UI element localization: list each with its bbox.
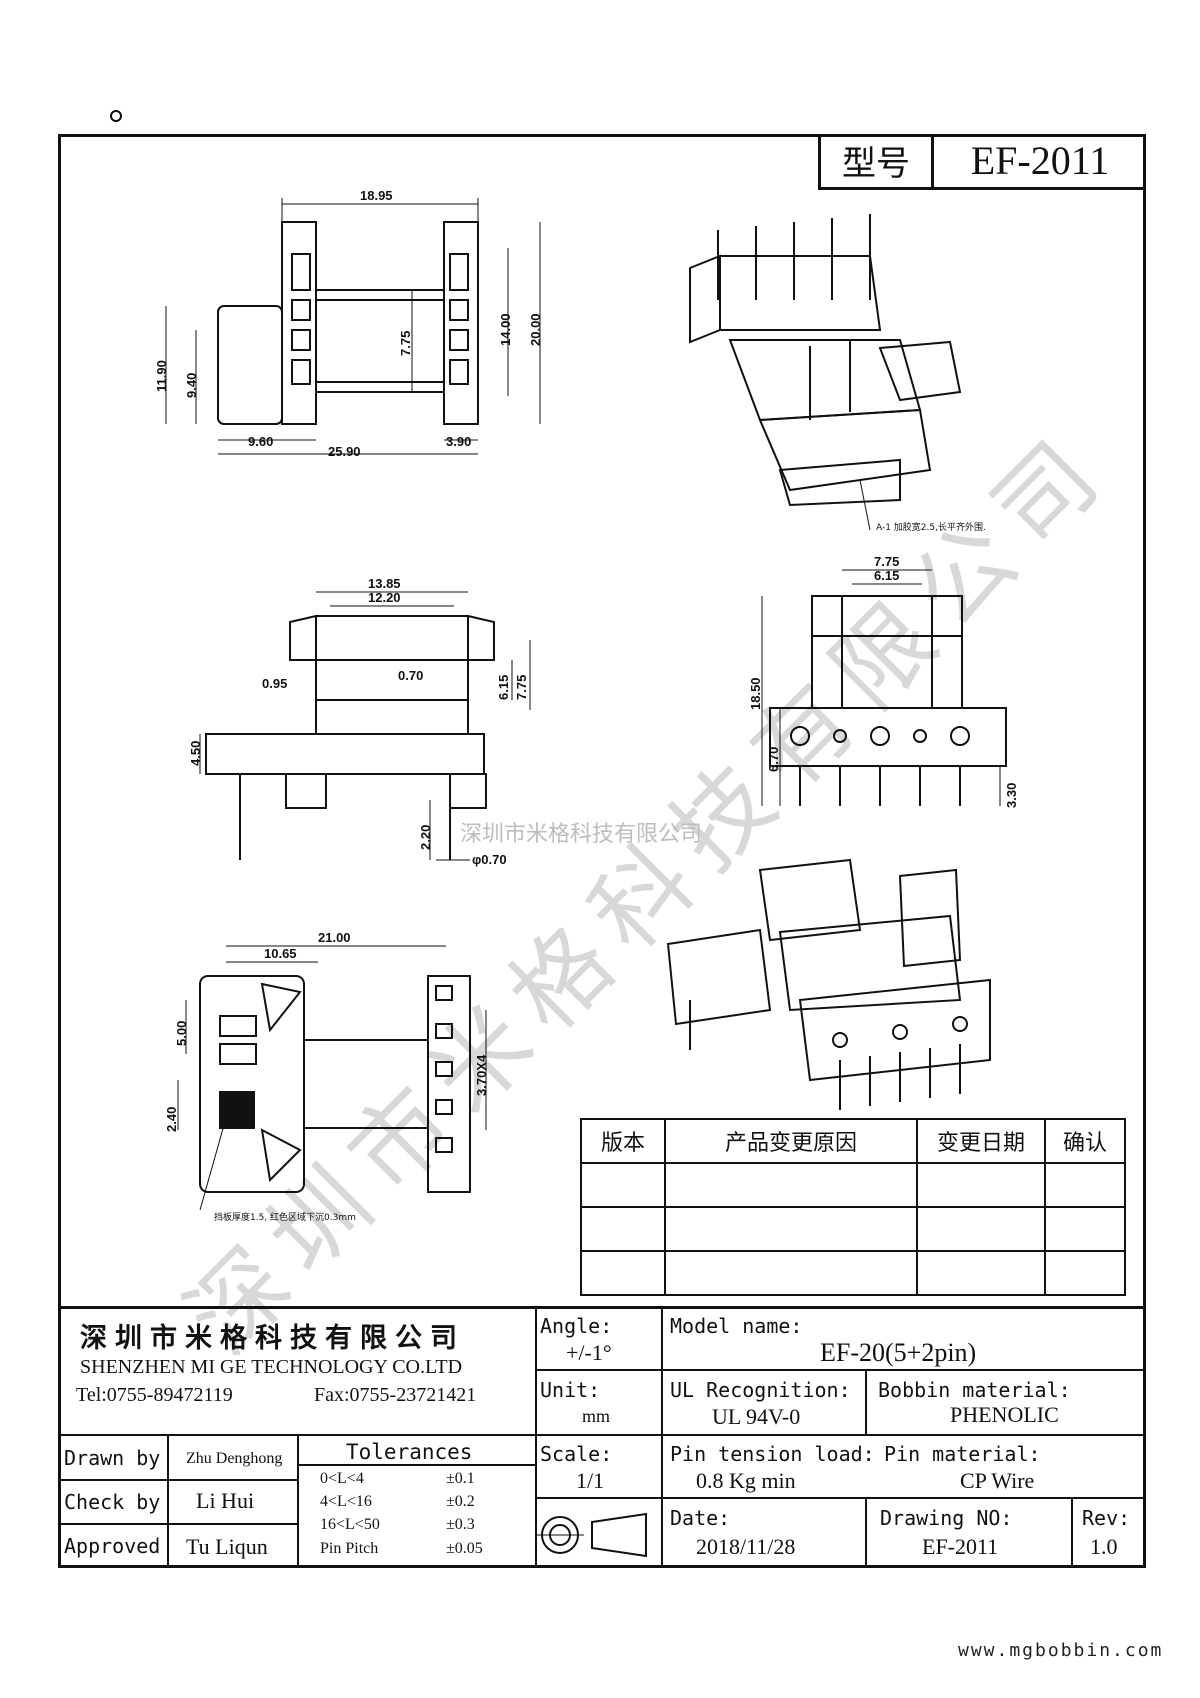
model-label: 型号 [821, 134, 934, 187]
model-value: EF-2011 [970, 138, 1110, 183]
table-row [580, 1162, 1126, 1208]
iso-view-bottom [666, 858, 991, 1110]
dim-front-1850: 18.50 [748, 677, 763, 710]
title-block-grid [58, 1306, 1146, 1568]
title-block [58, 1306, 1146, 1568]
dim-side-pin-diameter: φ0.70 [472, 852, 507, 867]
dim-top-390: 3.90 [446, 434, 472, 449]
rev-header-date: 变更日期 [916, 1118, 1046, 1164]
iso-view-top [689, 214, 962, 531]
drawn-by-label: Drawn by [64, 1446, 161, 1470]
pin-tension-value: 0.8 Kg min [696, 1468, 796, 1493]
dim-top-1400: 14.00 [498, 313, 513, 346]
bottom-view [177, 945, 487, 1211]
bottom-note: 挡板厚度1.5, 红色区域下沉0.3mm [214, 1213, 356, 1223]
dim-side-615: 6.15 [496, 674, 511, 700]
watermark-center: 深圳市米格科技有限公司 [460, 822, 703, 847]
check-by-label: Check by [64, 1490, 161, 1514]
dim-top-775: 7.75 [398, 330, 413, 356]
ul-label: UL Recognition: [670, 1378, 851, 1402]
dim-front-330: 3.30 [1004, 782, 1019, 808]
rev-label: Rev: [1082, 1506, 1131, 1530]
website-link[interactable]: www.mgbobbin.com [958, 1640, 1164, 1661]
dim-front-775: 7.75 [874, 554, 900, 569]
drawing-frame [58, 134, 1146, 1568]
dim-front-670: 6.70 [766, 746, 781, 772]
tol-val-1: ±0.2 [446, 1493, 475, 1510]
pin-tension-label: Pin tension load: [670, 1442, 875, 1466]
dim-side-1385: 13.85 [368, 576, 401, 591]
iso-note: A-1 加胶宽2.5,长平齐外围. [876, 523, 986, 533]
drawn-by-value: Zhu Denghong [186, 1450, 283, 1467]
tolerances-title: Tolerances [346, 1440, 473, 1464]
tol-range-1: 4<L<16 [320, 1493, 372, 1510]
dim-top-1190: 11.90 [154, 360, 169, 392]
model-name-value: EF-20(5+2pin) [820, 1338, 977, 1367]
dim-front-615: 6.15 [874, 568, 900, 583]
angle-label: Angle: [540, 1314, 613, 1338]
rev-header-reason: 产品变更原因 [664, 1118, 918, 1164]
dim-top-width: 18.95 [360, 188, 393, 203]
dim-top-2590: 25.90 [328, 444, 361, 459]
approved-label: Approved [64, 1534, 161, 1558]
front-view [761, 569, 1007, 806]
tol-val-3: ±0.05 [446, 1540, 483, 1557]
unit-label: Unit: [540, 1378, 601, 1402]
dim-bottom-500: 5.00 [174, 1020, 189, 1046]
dim-top-940: 9.40 [184, 372, 199, 398]
dim-side-220: 2.20 [418, 824, 433, 850]
bobbin-material-label: Bobbin material: [878, 1378, 1071, 1402]
dim-side-450: 4.50 [188, 740, 203, 766]
dim-top-960: 9.60 [248, 434, 274, 449]
rev-header-version: 版本 [580, 1118, 666, 1164]
drawing-no-label: Drawing NO: [880, 1506, 1013, 1530]
bobbin-material-value: PHENOLIC [950, 1402, 1059, 1427]
dim-side-775: 7.75 [514, 674, 529, 700]
revision-table: 版本 产品变更原因 变更日期 确认 [580, 1118, 1126, 1296]
drawing-no-value: EF-2011 [922, 1534, 999, 1559]
table-row [580, 1250, 1126, 1296]
date-label: Date: [670, 1506, 731, 1530]
rev-header-confirm: 确认 [1044, 1118, 1126, 1164]
tol-range-3: Pin Pitch [320, 1540, 379, 1557]
side-view [199, 591, 531, 861]
model-header: 型号 EF-2011 [818, 134, 1146, 190]
company-name-en: SHENZHEN MI GE TECHNOLOGY CO.LTD [80, 1356, 463, 1378]
table-row [580, 1206, 1126, 1252]
company-fax: Fax:0755-23721421 [314, 1384, 477, 1406]
dim-top-2000: 20.00 [528, 313, 543, 346]
top-view [165, 198, 541, 455]
angle-value: +/-1° [566, 1340, 612, 1365]
scale-label: Scale: [540, 1442, 613, 1466]
approved-value: Tu Liqun [186, 1534, 268, 1559]
dim-side-070: 0.70 [398, 668, 424, 683]
tol-val-0: ±0.1 [446, 1470, 475, 1487]
dim-bottom-370x4: 3.70X4 [474, 1054, 489, 1096]
tol-val-2: ±0.3 [446, 1516, 475, 1533]
tol-range-2: 16<L<50 [320, 1516, 380, 1533]
pin-material-value: CP Wire [960, 1468, 1035, 1493]
scale-value: 1/1 [576, 1468, 605, 1493]
dim-side-095: 0.95 [262, 676, 288, 691]
rev-value: 1.0 [1090, 1534, 1118, 1559]
company-name-cn: 深圳市米格科技有限公司 [80, 1323, 465, 1354]
dim-bottom-2100: 21.00 [318, 930, 351, 945]
tol-range-0: 0<L<4 [320, 1470, 364, 1487]
company-tel: Tel:0755-89472119 [76, 1384, 233, 1406]
unit-value: mm [582, 1406, 611, 1426]
dim-bottom-240: 2.40 [164, 1106, 179, 1132]
dim-bottom-1065: 10.65 [264, 946, 297, 961]
corner-mark-icon [110, 110, 122, 122]
ul-value: UL 94V-0 [712, 1404, 801, 1429]
date-value: 2018/11/28 [696, 1534, 796, 1559]
dim-side-1220: 12.20 [368, 590, 401, 605]
check-by-value: Li Hui [196, 1488, 255, 1513]
pin-material-label: Pin material: [884, 1442, 1041, 1466]
model-name-label: Model name: [670, 1314, 803, 1338]
